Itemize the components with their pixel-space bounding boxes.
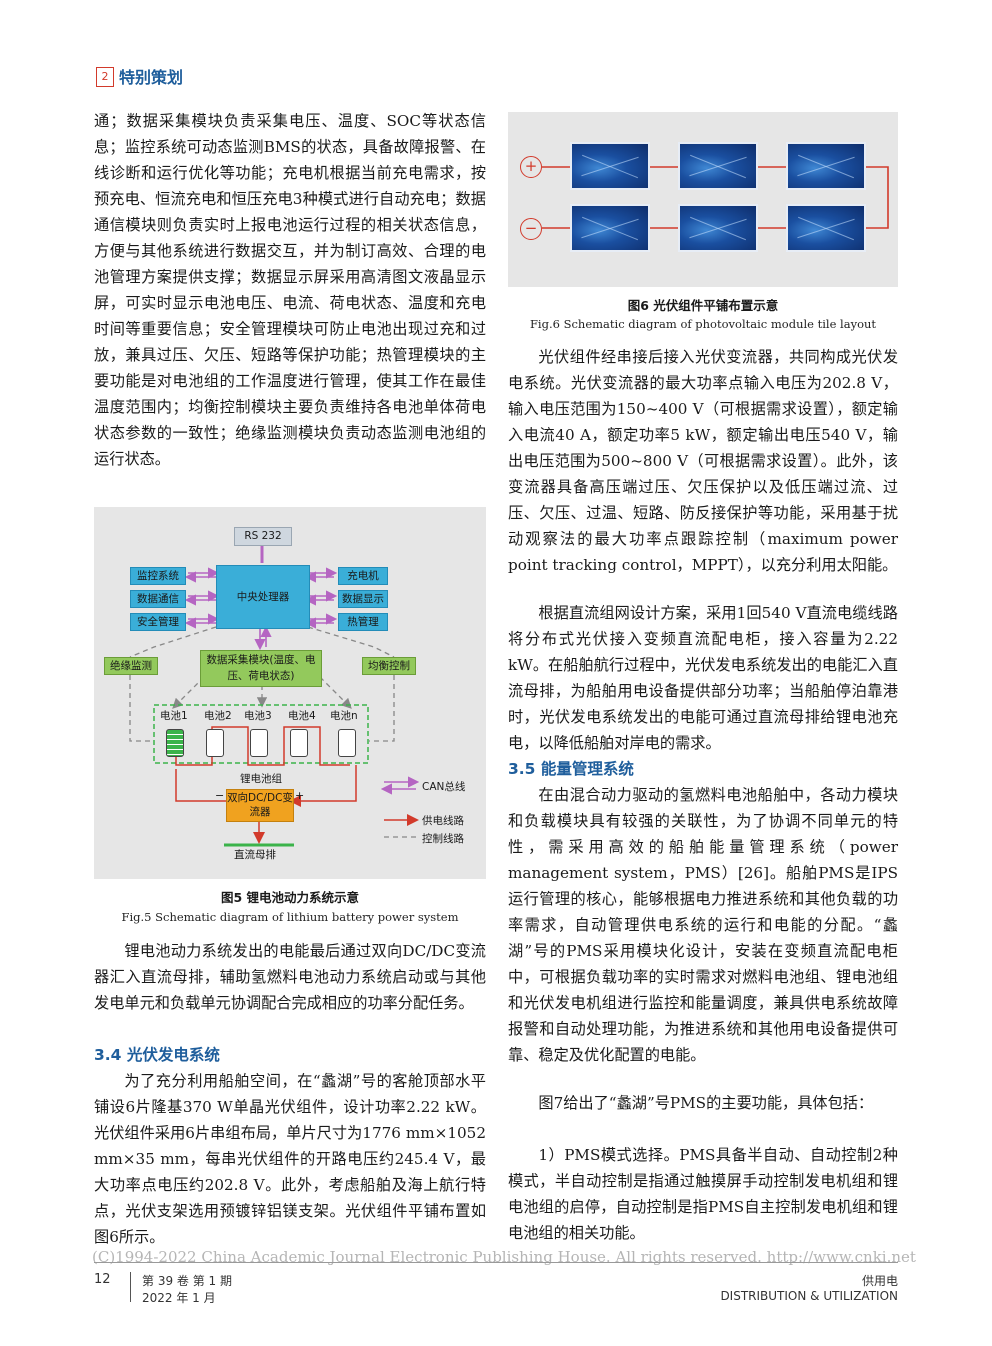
cell-label-4: 电池4 bbox=[288, 710, 316, 722]
positive-terminal: + bbox=[520, 156, 542, 178]
cell-label-1: 电池1 bbox=[160, 710, 188, 722]
dc-bus-label: 直流母排 bbox=[234, 849, 276, 861]
right-paragraph-4: 图7给出了“蠡湖”号PMS的主要功能，具体包括： bbox=[538, 1094, 874, 1112]
legend-control: 控制线路 bbox=[422, 833, 464, 845]
data-comm-box: 数据通信 bbox=[130, 590, 186, 608]
figure-5: RS 232 中央处理器 监控系统 数据通信 安全管理 充电机 数据显示 热管理… bbox=[94, 507, 486, 879]
battery-icon bbox=[338, 729, 356, 757]
battery-icon bbox=[206, 729, 224, 757]
negative-terminal: − bbox=[520, 218, 542, 240]
left-paragraph-3: 为了充分利用船舶空间，在“蠡湖”号的客舱顶部水平铺设6片隆基370 W单晶光伏组… bbox=[94, 1072, 486, 1246]
pv-panel bbox=[678, 142, 758, 190]
cell-label-3: 电池3 bbox=[244, 710, 272, 722]
right-paragraph-5: 1）PMS模式选择。PMS具备半自动、自动控制2种模式，半自动控制是指通过触摸屏… bbox=[508, 1146, 898, 1242]
section-tag: 特别策划 bbox=[119, 68, 184, 87]
safety-mgmt-box: 安全管理 bbox=[130, 613, 186, 631]
dcdc-minus: − bbox=[215, 789, 225, 802]
battery-icon bbox=[250, 729, 268, 757]
journal-name-en: DISTRIBUTION & UTILIZATION bbox=[720, 1289, 898, 1303]
page-badge: 2 bbox=[96, 67, 114, 87]
pv-panel bbox=[678, 204, 758, 252]
figure-6-caption-en: Fig.6 Schematic diagram of photovoltaic … bbox=[529, 317, 877, 331]
figure-6-caption-zh: 图6 光伏组件平铺布置示意 bbox=[627, 298, 779, 313]
data-display-box: 数据显示 bbox=[338, 590, 388, 608]
left-paragraph-2: 锂电池动力系统发出的电能最后通过双向DC/DC变流器汇入直流母排，辅助氢燃料电池… bbox=[94, 942, 486, 1012]
footer-divider bbox=[130, 1272, 131, 1302]
figure-6-wiring bbox=[542, 166, 889, 229]
right-paragraph-3: 在由混合动力驱动的氢燃料电池船舶中，各动力模块和负载模块具有较强的关联性，为了协… bbox=[508, 786, 898, 1064]
balance-box: 均衡控制 bbox=[362, 657, 416, 675]
pv-panel bbox=[570, 142, 650, 190]
dcdc-plus: + bbox=[295, 789, 305, 802]
section-heading-3-4: 3.4 光伏发电系统 bbox=[94, 1046, 220, 1064]
cell-label-2: 电池2 bbox=[204, 710, 232, 722]
figure-5-caption-en: Fig.5 Schematic diagram of lithium batte… bbox=[121, 910, 459, 924]
pv-panel bbox=[786, 204, 866, 252]
right-paragraph-1: 光伏组件经串接后接入光伏变流器，共同构成光伏发电系统。光伏变流器的最大功率点输入… bbox=[508, 348, 898, 574]
monitoring-box: 监控系统 bbox=[130, 567, 186, 585]
pv-panel bbox=[786, 142, 866, 190]
cell-label-n: 电池n bbox=[330, 710, 358, 722]
battery-icon bbox=[290, 729, 308, 757]
figure-6: + − bbox=[508, 112, 898, 287]
pv-panel bbox=[570, 204, 650, 252]
section-heading-3-5: 3.5 能量管理系统 bbox=[508, 760, 634, 778]
acquisition-box: 数据采集模块(温度、电压、荷电状态) bbox=[200, 650, 322, 687]
issue-date: 2022 年 1 月 bbox=[142, 1291, 216, 1305]
copyright-watermark: (C)1994-2022 China Academic Journal Elec… bbox=[92, 1248, 916, 1266]
volume-issue: 第 39 卷 第 1 期 bbox=[142, 1274, 232, 1288]
journal-name-zh: 供用电 bbox=[861, 1274, 898, 1288]
pack-label: 锂电池组 bbox=[240, 773, 282, 785]
figure-5-lines bbox=[129, 545, 420, 847]
right-paragraph-2: 根据直流组网设计方案，采用1回540 V直流电缆线路将分布式光伏接入变频直流配电… bbox=[508, 604, 898, 752]
charger-box: 充电机 bbox=[338, 567, 388, 585]
thermal-mgmt-box: 热管理 bbox=[338, 613, 388, 631]
legend-can: CAN总线 bbox=[422, 781, 466, 793]
dcdc-box: 双向DC/DC变流器 bbox=[226, 789, 294, 822]
page-number: 12 bbox=[94, 1272, 111, 1287]
legend-power: 供电线路 bbox=[422, 815, 464, 827]
rs232-box: RS 232 bbox=[234, 527, 292, 546]
insulation-box: 绝缘监测 bbox=[104, 657, 158, 675]
footer-rule bbox=[94, 1262, 898, 1263]
left-paragraph-1: 通；数据采集模块负责采集电压、温度、SOC等状态信息；监控系统可动态监测BMS的… bbox=[94, 112, 486, 468]
battery-icon bbox=[166, 729, 184, 757]
figure-5-caption-zh: 图5 锂电池动力系统示意 bbox=[220, 890, 360, 905]
cpu-box: 中央处理器 bbox=[216, 565, 310, 629]
